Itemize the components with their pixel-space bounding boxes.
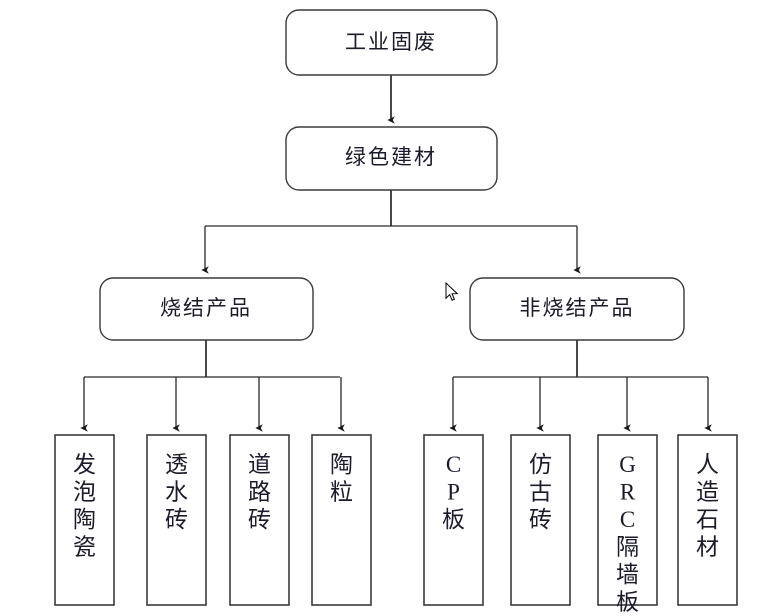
node-branch-right-box xyxy=(469,277,685,341)
node-branch-right[interactable]: 非烧结产品 xyxy=(469,277,685,341)
leaf-label-left-4: 陶粒 xyxy=(330,452,353,505)
node-level2-label: 绿色建材 xyxy=(345,145,437,169)
node-branch-left[interactable]: 烧结产品 xyxy=(99,277,314,341)
leaf-node-left-2[interactable]: 透水砖 xyxy=(146,434,207,606)
node-root-label: 工业固废 xyxy=(345,30,437,54)
leaf-box-right-1 xyxy=(423,434,484,606)
leaf-node-left-3[interactable]: 道路砖 xyxy=(229,434,290,606)
leaf-box-left-2 xyxy=(146,434,207,606)
node-level2[interactable]: 绿色建材 xyxy=(285,126,498,191)
node-branch-right-label: 非烧结产品 xyxy=(520,296,635,320)
leaf-box-left-4 xyxy=(311,434,372,606)
leaf-node-left-4[interactable]: 陶粒 xyxy=(311,434,372,606)
leaf-box-right-4 xyxy=(677,434,738,606)
node-branch-left-box xyxy=(99,277,314,341)
node-level2-box xyxy=(285,126,498,191)
leaf-label-left-3: 道路砖 xyxy=(248,452,271,532)
node-branch-left-label: 烧结产品 xyxy=(160,296,252,320)
connectors xyxy=(80,75,712,432)
leaf-label-right-4: 人造石材 xyxy=(696,452,719,560)
node-root-box xyxy=(285,9,498,76)
leaf-node-left-1[interactable]: 发泡陶瓷 xyxy=(54,434,115,606)
leaf-box-left-1 xyxy=(54,434,115,606)
leaf-group-left: 发泡陶瓷 透水砖 道路砖 陶粒 xyxy=(54,434,372,606)
leaf-label-right-2: 仿古砖 xyxy=(529,452,552,532)
node-root[interactable]: 工业固废 xyxy=(285,9,498,76)
leaf-label-left-1: 发泡陶瓷 xyxy=(73,452,96,560)
leaf-box-right-3 xyxy=(597,434,658,606)
leaf-node-right-2[interactable]: 仿古砖 xyxy=(510,434,571,606)
leaf-node-right-4[interactable]: 人造石材 xyxy=(677,434,738,606)
leaf-label-left-2: 透水砖 xyxy=(165,452,188,532)
leaf-box-right-2 xyxy=(510,434,571,606)
leaf-box-left-3 xyxy=(229,434,290,606)
